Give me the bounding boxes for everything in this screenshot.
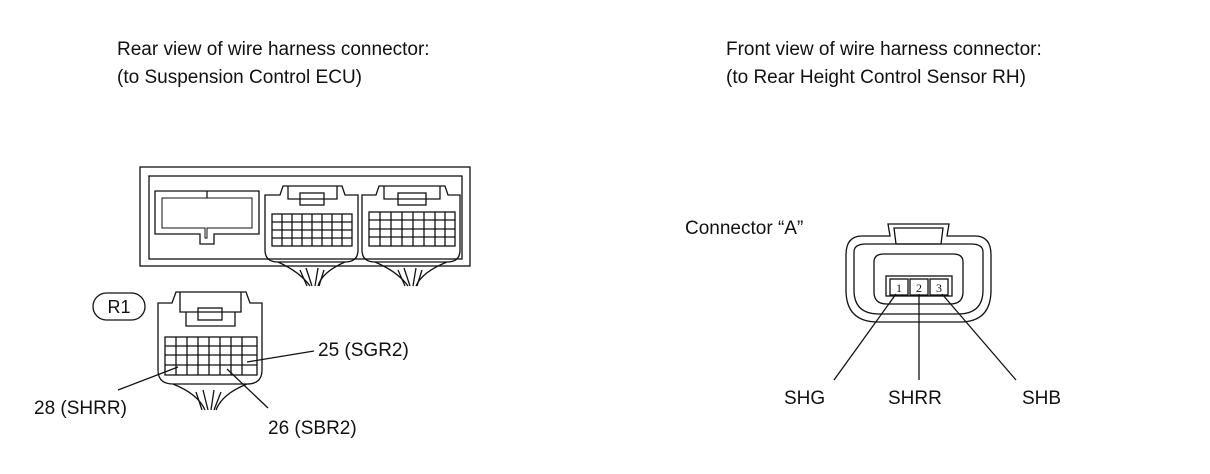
- ecu-pin-label-25: 25 (SGR2): [318, 340, 409, 361]
- ecu-socket-middle: [264, 185, 359, 287]
- sensor-pin-number-3: 3: [936, 281, 942, 295]
- right-caption-line2: (to Rear Height Control Sensor RH): [726, 67, 1026, 88]
- sensor-connector-a: [833, 223, 1017, 381]
- sensor-pin-label-shg: SHG: [784, 388, 826, 409]
- left-caption-line1: Rear view of wire harness connector:: [117, 39, 430, 60]
- ecu-pin-label-26: 26 (SBR2): [268, 418, 357, 439]
- r1-tag-outline: [92, 292, 146, 321]
- left-caption-line2: (to Suspension Control ECU): [117, 67, 362, 88]
- ecu-pin-label-28: 28 (SHRR): [34, 398, 127, 419]
- r1-tag-label: R1: [107, 297, 130, 317]
- sensor-pin-number-1: 1: [896, 281, 902, 295]
- sensor-pin-number-2: 2: [916, 281, 922, 295]
- leader-line-pin25: [246, 350, 315, 363]
- r1-connector: [157, 291, 263, 411]
- ecu-socket-right: [361, 185, 461, 287]
- leader-line-pin26: [226, 368, 269, 409]
- leader-line-pin28: [117, 366, 179, 391]
- ecu-housing: [139, 166, 471, 267]
- sensor-pin-label-shb: SHB: [1022, 388, 1062, 409]
- sensor-connector-name: Connector “A”: [685, 218, 804, 239]
- right-caption-line1: Front view of wire harness connector:: [726, 39, 1042, 60]
- sensor-pin-label-shrr: SHRR: [888, 388, 942, 409]
